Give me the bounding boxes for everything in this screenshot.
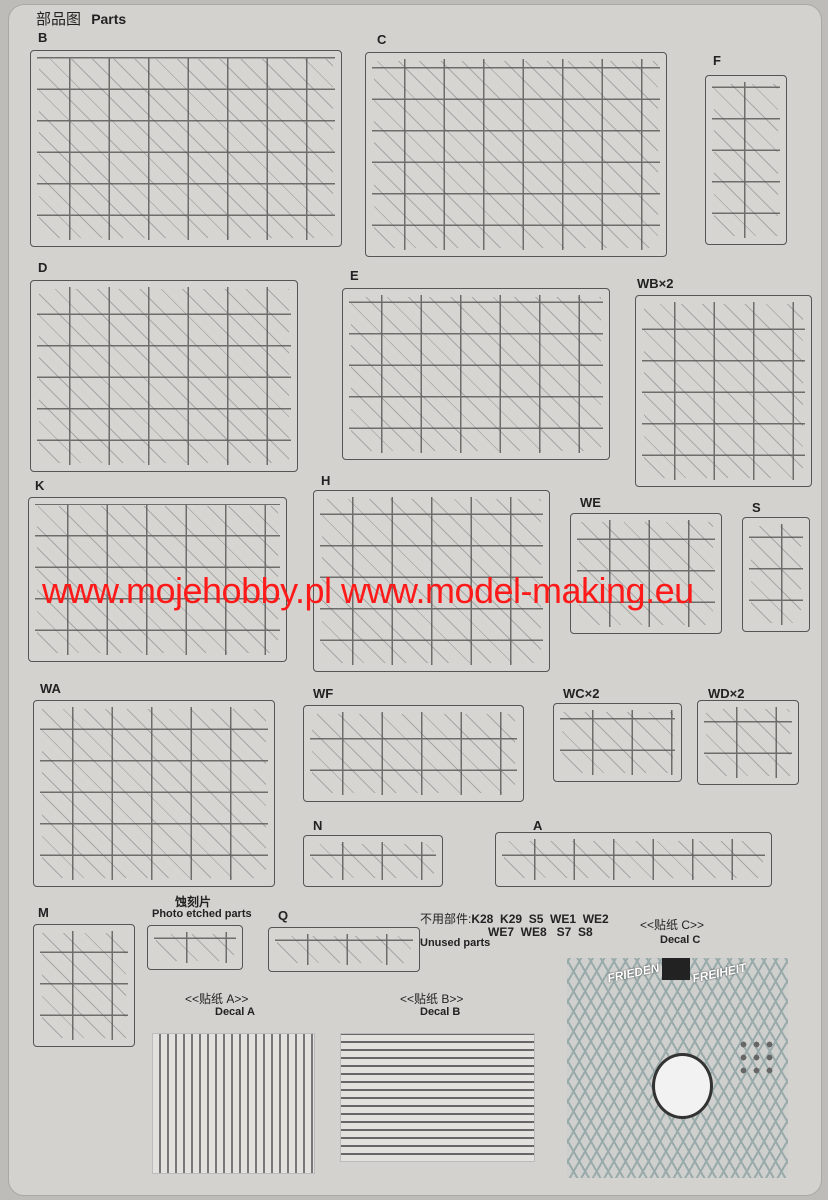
sprue-label-a: A [533, 818, 543, 833]
sprue-label-wd: WD×2 [708, 686, 745, 701]
sprue-label-k: K [35, 478, 45, 493]
sprue-label-wb: WB×2 [637, 276, 674, 291]
sprue-label-we: WE [580, 495, 601, 510]
watermark: www.mojehobby.pl www.model-making.eu [42, 570, 694, 611]
sprue-label-s: S [752, 500, 761, 515]
sprue-wa [33, 700, 275, 887]
photo-etched-fret [147, 925, 243, 970]
sprue-label-m: M [38, 905, 49, 920]
unused-parts-line1: K28 K29 S5 WE1 WE2 [471, 912, 609, 926]
sprue-label-wf: WF [313, 686, 334, 701]
sprue-wb [635, 295, 812, 487]
decal-sheet-a [152, 1033, 315, 1174]
sprue-label-f: F [713, 53, 721, 68]
decal-sheet-b [340, 1033, 535, 1162]
sprue-a [495, 832, 772, 887]
decal-b-label-cn: <<贴纸 B>> [400, 992, 464, 1006]
sprue-f [705, 75, 787, 245]
decal-sheet-c: FRIEDEN FREIHEIT [567, 958, 788, 1178]
sprue-s [742, 517, 810, 632]
decal-c-text-left: FRIEDEN [606, 960, 661, 986]
decal-a-label-en: Decal A [215, 1006, 255, 1018]
sprue-e [342, 288, 610, 460]
sprue-wf [303, 705, 524, 802]
unused-parts-line2: WE7 WE8 S7 S8 [488, 925, 593, 939]
sprue-label-wc: WC×2 [563, 686, 600, 701]
sprue-d [30, 280, 298, 472]
sprue-we [570, 513, 722, 634]
sprue-n [303, 835, 443, 887]
sprue-label-d: D [38, 260, 48, 275]
decal-b-label-en: Decal B [420, 1006, 461, 1018]
decal-c-label-en: Decal C [660, 934, 701, 946]
photo-etched-label-cn: 蚀刻片 [175, 895, 212, 909]
sprue-b [30, 50, 342, 247]
sprue-wc [553, 703, 682, 782]
sprue-k [28, 497, 287, 662]
decal-c-shield [662, 958, 690, 980]
sprue-label-n: N [313, 818, 323, 833]
sprue-h [313, 490, 550, 672]
sprue-label-c: C [377, 32, 387, 47]
sprue-label-q: Q [278, 908, 289, 923]
title-cn: 部品图 [36, 11, 82, 28]
sprue-m [33, 924, 135, 1047]
sprue-label-h: H [321, 473, 331, 488]
sprue-wd [697, 700, 799, 785]
page-title: 部品图 Parts [36, 8, 126, 29]
decal-c-badge [652, 1053, 713, 1119]
unused-label-en: Unused parts [420, 937, 491, 949]
sprue-label-b: B [38, 30, 48, 45]
photo-etched-label-en: Photo etched parts [152, 908, 252, 920]
title-en: Parts [91, 11, 127, 27]
sprue-q [268, 927, 420, 972]
decal-c-label-cn: <<贴纸 C>> [640, 918, 705, 932]
sprue-label-e: E [350, 268, 359, 283]
unused-parts-list: 不用部件:K28 K29 S5 WE1 WE2 [420, 910, 609, 927]
decal-c-text-right: FREIHEIT [691, 960, 748, 986]
unused-label-cn: 不用部件: [420, 912, 472, 926]
decal-a-label-cn: <<贴纸 A>> [185, 992, 249, 1006]
sprue-label-wa: WA [40, 681, 61, 696]
sprue-c [365, 52, 667, 257]
decal-c-roundels [737, 1038, 777, 1078]
